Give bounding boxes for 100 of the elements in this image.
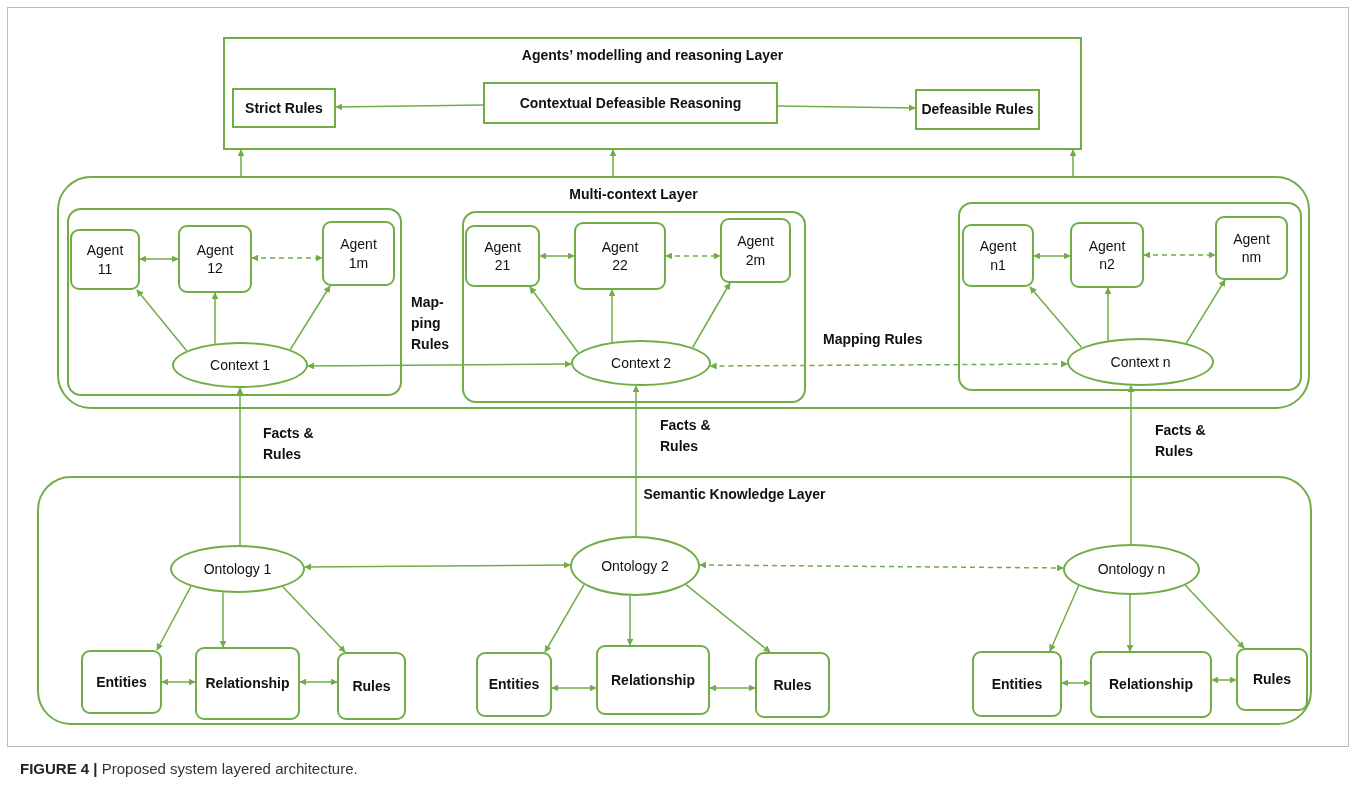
node-label: Agent n1 (978, 237, 1018, 274)
agent-box (962, 224, 1034, 287)
ellipse-node (172, 342, 308, 388)
node-label: Relationship (1109, 675, 1193, 694)
arrow (1126, 594, 1134, 652)
arrow (236, 387, 244, 546)
node-label: Agent n2 (1087, 236, 1127, 274)
node-label: Rules (352, 676, 391, 696)
node-label: Ontology 2 (601, 556, 669, 576)
arrow (685, 583, 771, 653)
node-label: Ontology n (1097, 560, 1166, 579)
arrow (237, 149, 245, 177)
agent-box (1070, 222, 1144, 288)
knowledge-box (1236, 648, 1308, 711)
knowledge-box (337, 652, 406, 720)
arrow (609, 149, 617, 177)
layer-title: Multi-context Layer (568, 186, 699, 202)
context-group-box (462, 211, 806, 403)
knowledge-box (596, 645, 710, 715)
double-arrow (307, 360, 572, 370)
node-label: Relationship (205, 674, 290, 693)
double-arrow (251, 254, 323, 262)
arrow (156, 585, 192, 651)
arrow (608, 289, 616, 343)
arrow (1029, 286, 1083, 349)
double-arrow (665, 252, 721, 260)
ellipse-node (1067, 338, 1214, 386)
arrow (632, 385, 640, 537)
node-label: Agent 12 (195, 240, 235, 278)
node-label: Defeasible Rules (921, 100, 1034, 119)
double-arrow (161, 678, 196, 686)
agent-box (322, 221, 395, 286)
agent-box (178, 225, 252, 293)
ellipse-node (170, 545, 305, 593)
node-label: Agent 22 (600, 237, 640, 275)
arrow (211, 292, 219, 345)
node-label: Rules (1252, 670, 1292, 689)
double-arrow (1033, 252, 1071, 260)
knowledge-box (81, 650, 162, 714)
agent-box (574, 222, 666, 290)
node-label: Agent 1m (339, 235, 378, 272)
arrow (777, 104, 916, 112)
node-label: Entities (96, 672, 147, 692)
layer-title: Semantic Knowledge Layer (642, 486, 827, 502)
knowledge-box (972, 651, 1062, 717)
node-label: Context 2 (611, 353, 671, 373)
arrow (1184, 584, 1245, 649)
double-arrow (304, 561, 571, 571)
double-arrow (1211, 676, 1237, 684)
double-arrow (699, 561, 1064, 572)
arrow (626, 595, 634, 646)
double-arrow (551, 684, 597, 692)
double-arrow (1061, 679, 1091, 687)
agent-box (720, 218, 791, 283)
layer-title: Agents’ modelling and reasoning Layer (520, 47, 785, 63)
arrow (1127, 385, 1135, 545)
node-label: Entities (488, 675, 540, 694)
arrow (1049, 584, 1080, 652)
node-label: Contextual Defeasible Reasoning (519, 93, 742, 113)
node-label: Context n (1110, 352, 1171, 372)
arrow (544, 583, 585, 653)
arrow (1069, 149, 1077, 177)
arrow (219, 591, 227, 648)
knowledge-box (1090, 651, 1212, 718)
ellipse-node (570, 536, 700, 596)
double-arrow (1143, 251, 1216, 259)
node-label: Agent nm (1232, 229, 1271, 267)
arrow (136, 289, 188, 352)
double-arrow (709, 360, 1069, 370)
ellipse-node (571, 340, 711, 386)
knowledge-box (476, 652, 552, 717)
double-arrow (299, 678, 338, 686)
ellipse-node (1063, 544, 1200, 595)
layer-panel (37, 476, 1312, 725)
node-label: Entities (991, 674, 1043, 694)
node-label: Agent 2m (736, 232, 775, 269)
double-arrow (139, 255, 179, 263)
node-label: Context 1 (210, 355, 270, 375)
arrow (691, 282, 731, 349)
node-label: Relationship (611, 670, 695, 690)
knowledge-box (195, 647, 300, 720)
context-group-box (958, 202, 1302, 391)
arrow (335, 103, 484, 111)
layer-box (223, 37, 1082, 150)
context-group-box (67, 208, 402, 396)
node-label: Strict Rules (245, 98, 323, 118)
agent-box (70, 229, 140, 290)
figure-caption: FIGURE 4 | Proposed system layered architecture. (20, 760, 358, 777)
arrow (282, 586, 346, 653)
arrow (1104, 287, 1112, 342)
node-label: Rules (773, 675, 812, 695)
knowledge-box (755, 652, 830, 718)
double-arrow (709, 684, 756, 692)
arrow (1185, 279, 1226, 344)
double-arrow (539, 252, 575, 260)
agent-box (1215, 216, 1288, 280)
node-label: Agent 21 (483, 237, 522, 275)
node-label: Agent 11 (85, 241, 125, 278)
agent-box (465, 225, 540, 287)
arrow (529, 286, 580, 354)
